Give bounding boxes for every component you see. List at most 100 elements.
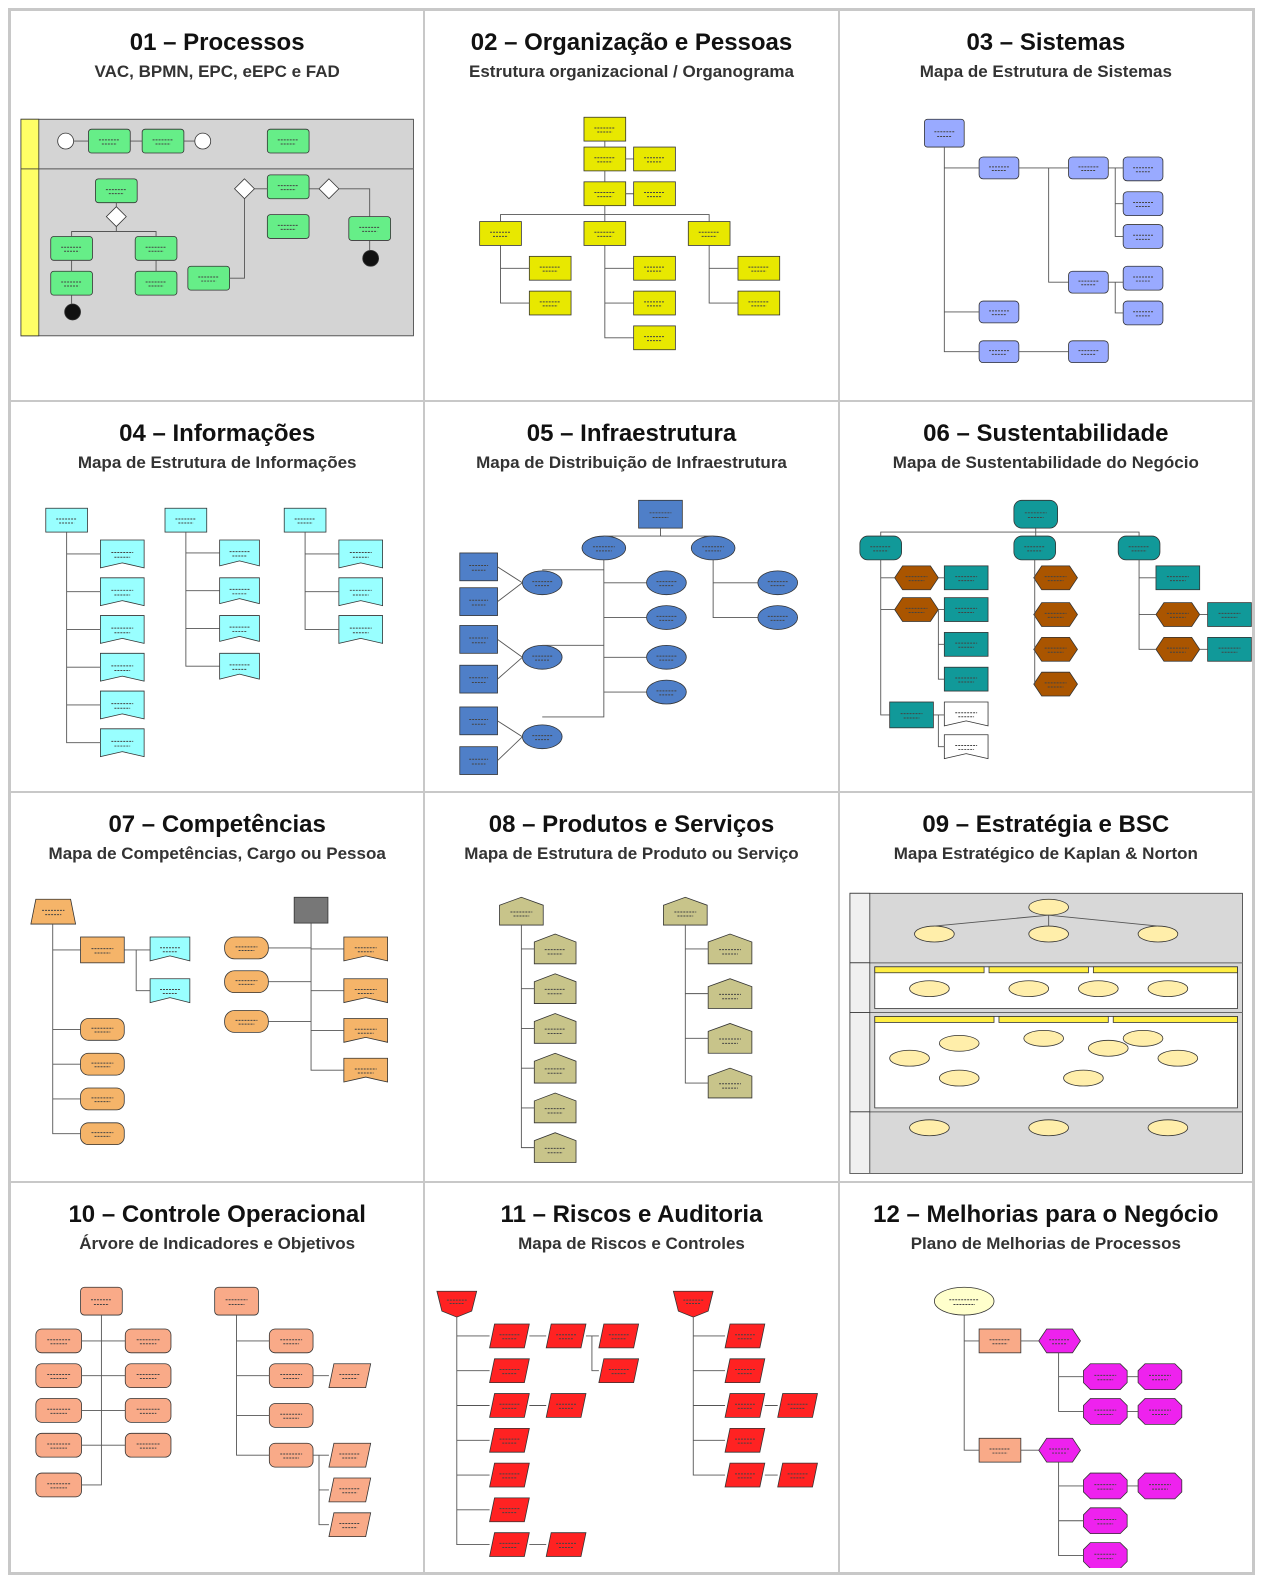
risk-node: [777, 1393, 819, 1419]
risk-node: [328, 1512, 372, 1538]
diagram-node: [923, 118, 965, 148]
panel-title: 09 – Estratégia e BSC: [922, 810, 1170, 838]
diagram-node: [1077, 979, 1119, 997]
document-node: [343, 1017, 388, 1043]
improvement-node: [1137, 1472, 1182, 1500]
connector-line: [66, 531, 339, 743]
diagram-node: [522, 724, 563, 749]
product-node: [534, 972, 577, 1004]
risk-node: [724, 1462, 766, 1488]
diagram-node: [522, 570, 563, 595]
connector-line: [52, 922, 344, 1134]
panel-subtitle: VAC, BPMN, EPC, eEPC e FAD: [94, 62, 340, 81]
person-photo: [293, 896, 329, 923]
diagram-node: [583, 221, 627, 246]
diagram-node: [737, 290, 781, 316]
diagram-node: [1122, 1029, 1163, 1047]
panel-title: 05 – Infraestrutura: [526, 419, 737, 447]
risk-node: [724, 1428, 766, 1453]
risk-node: [489, 1428, 531, 1453]
kpi-tree-diagram: [35, 1287, 372, 1538]
panel-subtitle: Mapa de Sustentabilidade do Negócio: [892, 452, 1199, 472]
gateway: [318, 178, 340, 200]
diagram-node: [522, 644, 563, 670]
diagram-node: [583, 116, 627, 142]
diagram-node: [1206, 601, 1252, 627]
diagram-catalog-grid: 01 – Processos VAC, BPMN, EPC, eEPC e FA…: [8, 8, 1255, 1575]
diagram-node: [888, 1049, 930, 1067]
panel-subtitle: Mapa de Competências, Cargo ou Pessoa: [48, 843, 386, 863]
diagram-node: [978, 300, 1019, 324]
diagram-node: [35, 1433, 82, 1458]
diagram-node: [50, 270, 93, 296]
diagram-node: [1122, 156, 1163, 182]
document-node: [100, 614, 145, 644]
competence-diagram: [30, 896, 388, 1145]
diagram-node: [95, 178, 138, 204]
risk-node: [489, 1497, 531, 1523]
diagram-node: [50, 236, 93, 261]
start-event: [57, 132, 74, 150]
diagram-node: [646, 570, 688, 595]
risk-diagram: [436, 1291, 819, 1558]
bpmn-diagram: [20, 118, 414, 337]
risk-node: [546, 1532, 587, 1558]
diagram-node: [633, 181, 677, 207]
event-node: [1037, 1328, 1081, 1354]
panel-title: 06 – Sustentabilidade: [923, 419, 1169, 447]
panel-title: 12 – Melhorias para o Negócio: [873, 1201, 1219, 1229]
event-node: [1032, 565, 1078, 590]
document-node: [100, 652, 145, 682]
diagram-node: [266, 128, 310, 154]
panel-title: 07 – Competências: [108, 810, 326, 838]
diagram-node: [1067, 270, 1109, 294]
document-node: [338, 539, 383, 569]
diagram-node: [268, 1328, 314, 1354]
sustainability-diagram: [859, 499, 1252, 759]
risk-category: [436, 1291, 478, 1318]
diagram-node: [1062, 1069, 1104, 1086]
diagram-node: [757, 604, 799, 630]
diagram-node: [124, 1363, 172, 1389]
diagram-node: [1013, 535, 1056, 561]
panel-subtitle: Mapa de Estrutura de Sistemas: [919, 62, 1172, 81]
diagram-node: [224, 1009, 269, 1033]
panel-subtitle: Mapa de Estrutura de Produto ou Serviço: [464, 843, 799, 863]
lane-header: [20, 168, 40, 337]
improvement-node: [1082, 1542, 1128, 1568]
infrastructure-diagram: [459, 499, 799, 775]
event-node: [1155, 601, 1200, 627]
products-diagram: [499, 896, 753, 1163]
diagram-node: [348, 216, 391, 241]
connector-line: [500, 141, 739, 339]
risk-node: [598, 1358, 640, 1384]
lane-header: [20, 118, 40, 170]
connector-line: [456, 1317, 779, 1546]
document-node: [219, 539, 260, 567]
diagram-node: [1067, 340, 1109, 364]
process-pool: [20, 118, 414, 337]
diagram-node: [268, 1443, 314, 1468]
diagram-node: [633, 146, 677, 172]
document-node: [100, 728, 145, 757]
diagram-node: [124, 1433, 172, 1458]
connector-line: [497, 527, 759, 761]
diagram-node: [459, 552, 499, 581]
diagram-node: [268, 1403, 314, 1428]
perspective-label: [849, 1011, 870, 1112]
diagram-node: [908, 979, 950, 997]
end-event: [64, 303, 81, 321]
diagram-node: [1028, 1118, 1069, 1136]
diagram-node: [35, 1472, 82, 1498]
diagram-node: [134, 270, 178, 296]
diagram-node: [859, 535, 902, 561]
function-node: [30, 898, 77, 924]
diagram-node: [633, 290, 677, 316]
risk-node: [328, 1363, 372, 1389]
connector-line: [934, 914, 1158, 927]
diagram-node: [633, 255, 677, 281]
goal-node: [933, 1287, 995, 1316]
document-node: [343, 977, 388, 1003]
document-node: [149, 977, 191, 1003]
product-node: [708, 1022, 753, 1054]
